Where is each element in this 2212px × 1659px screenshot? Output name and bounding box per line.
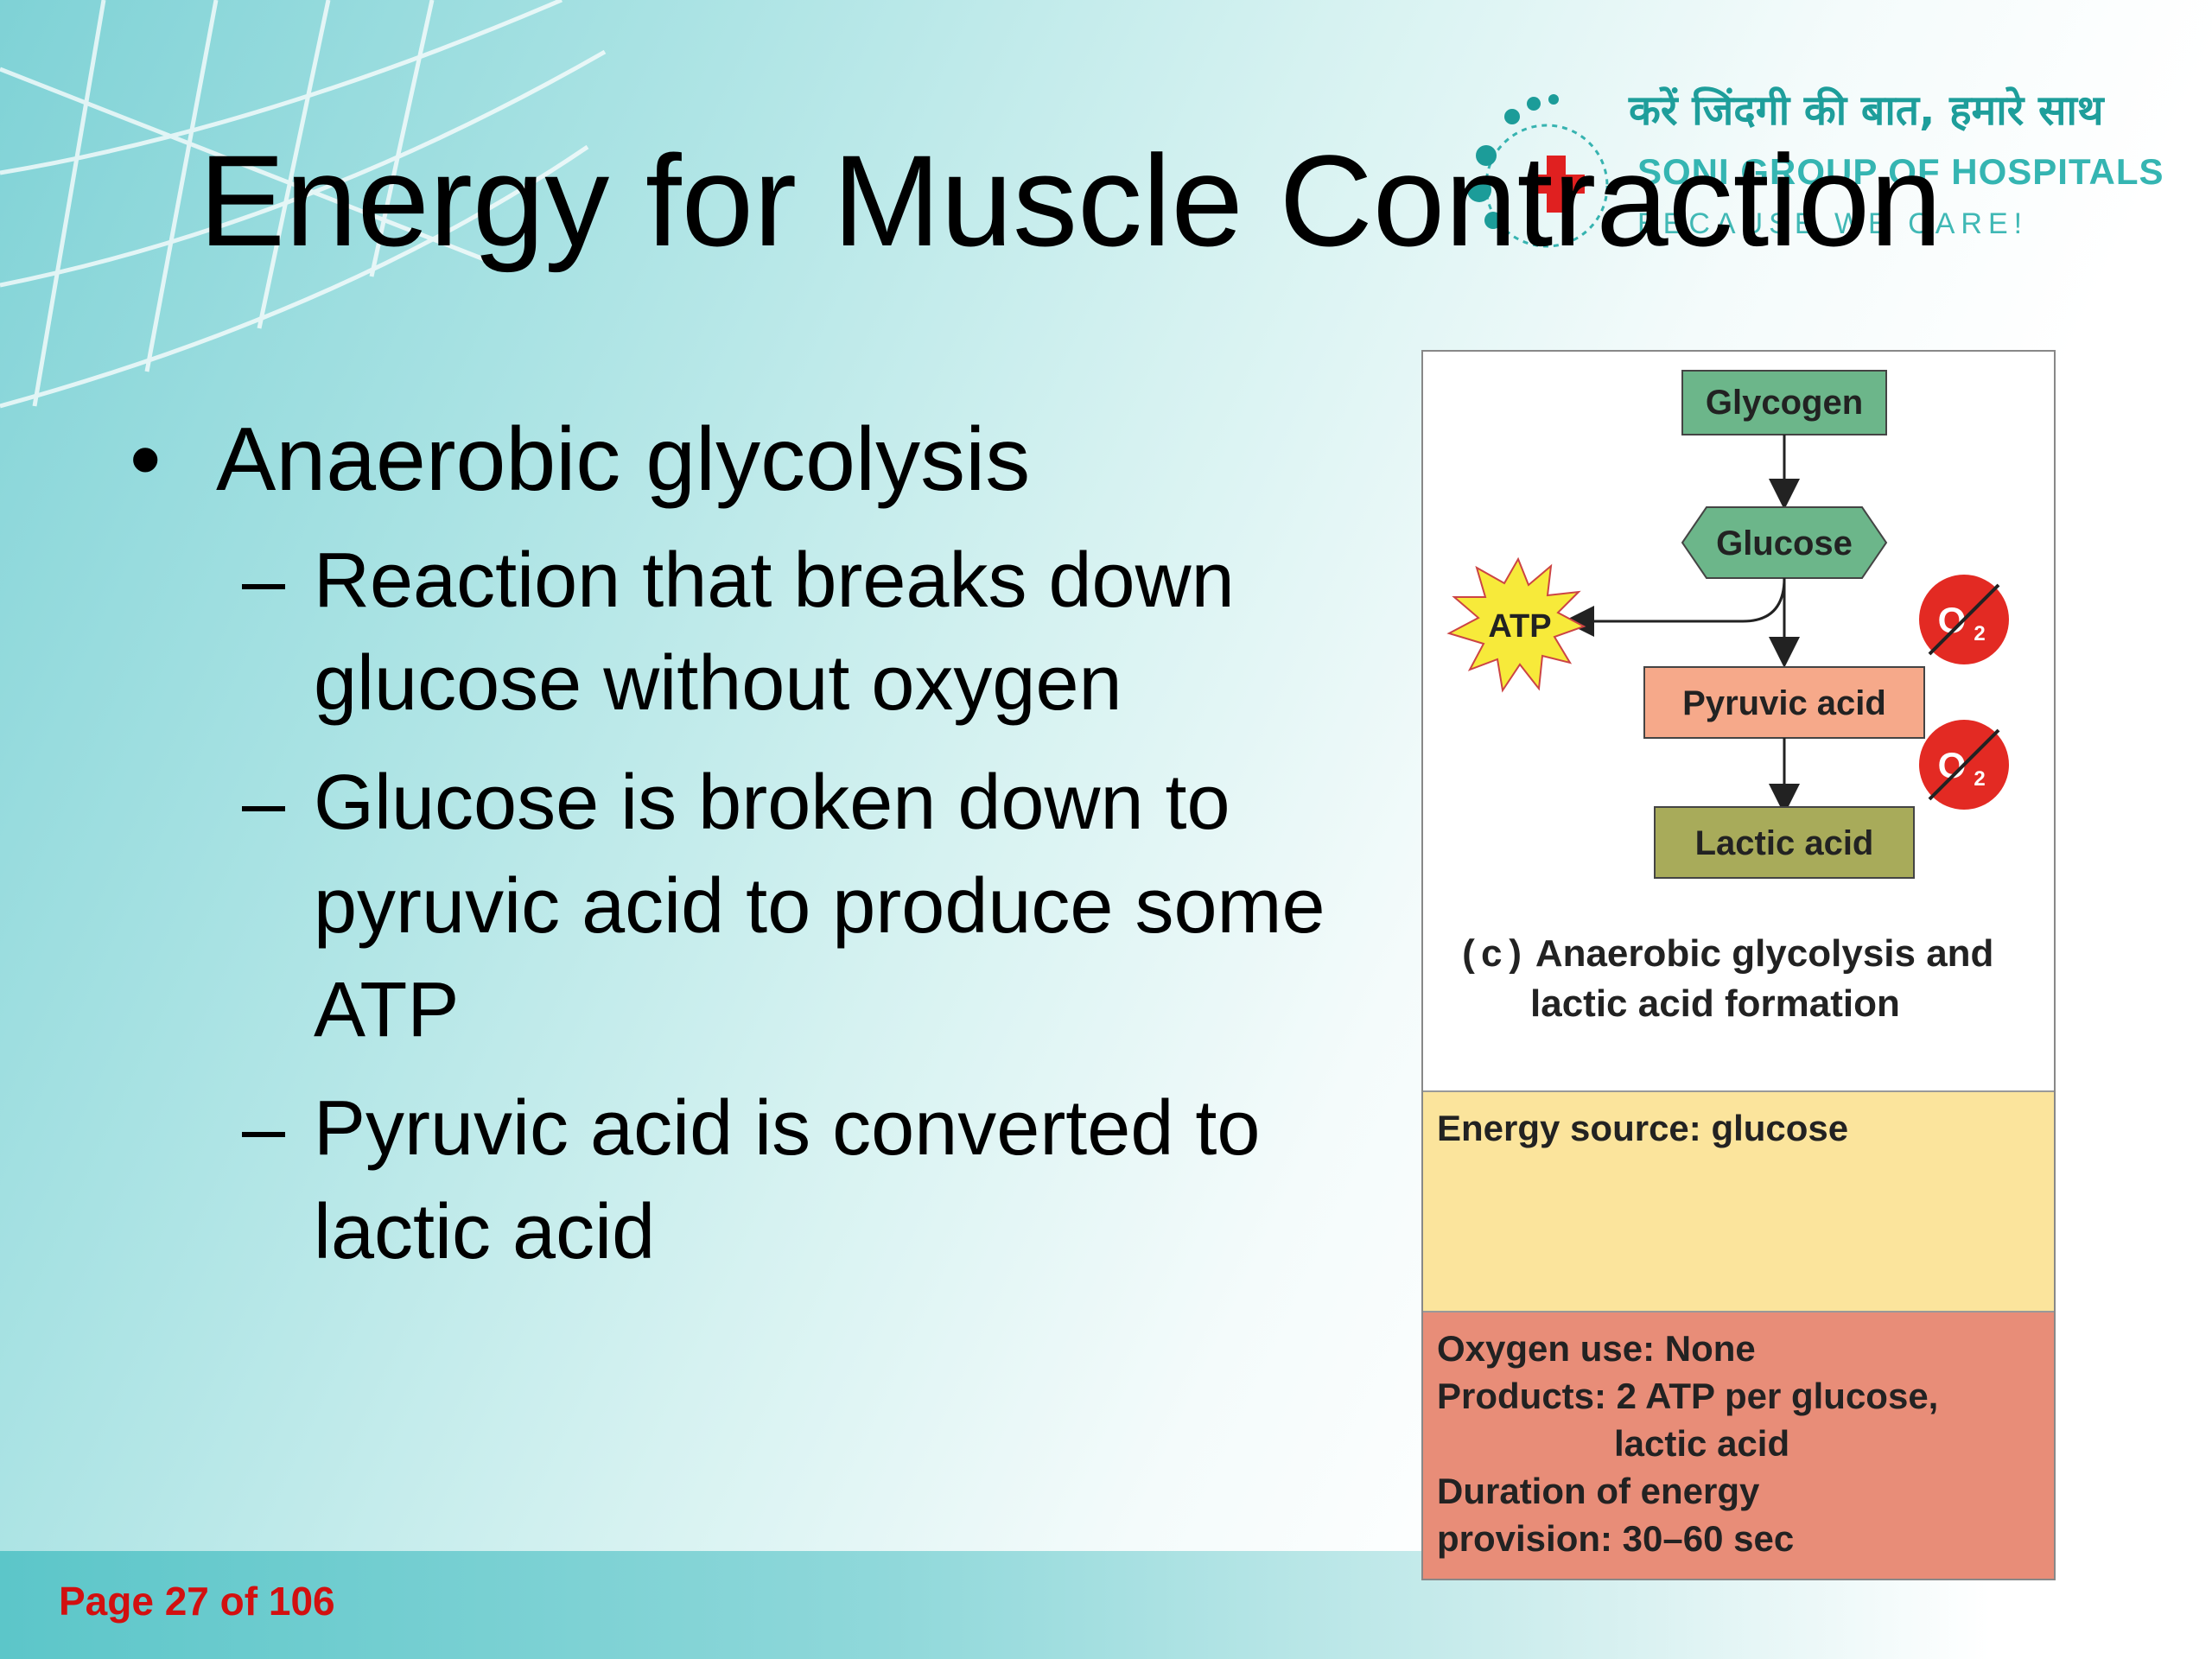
svg-text:2: 2 — [1974, 622, 1985, 645]
figure-caption: (c) Anaerobic glycolysis and lactic acid… — [1458, 931, 2045, 1027]
no-oxygen-icon: O 2 — [1919, 720, 2009, 810]
energy-source-box: Energy source: glucose — [1423, 1090, 2054, 1311]
info-line: lactic acid — [1614, 1423, 1790, 1464]
info-line: Products: 2 ATP per glucose, — [1437, 1376, 1939, 1416]
page-number: Page 27 of 106 — [59, 1579, 335, 1624]
glucose-label: Glucose — [1716, 524, 1853, 563]
svg-text:2: 2 — [1974, 767, 1985, 791]
sub-bullet-dash: – — [242, 760, 286, 847]
lactic-acid-node — [1654, 806, 1915, 879]
glycogen-label: Glycogen — [1706, 384, 1863, 422]
bullet-list: • Anaerobic glycolysis – Reaction that b… — [130, 406, 1357, 1285]
sub-bullet-text: Reaction that breaks down glucose withou… — [314, 537, 1235, 728]
glucose-node — [1681, 506, 1888, 579]
sub-bullet-text: Pyruvic acid is converted to lactic acid — [314, 1085, 1261, 1275]
caption-label: (c) — [1458, 935, 1527, 978]
sub-bullet-dash: – — [242, 1085, 286, 1173]
bullet-text: Anaerobic glycolysis — [216, 410, 1031, 510]
arrow-to-atp — [1563, 577, 1786, 637]
caption-line-1: Anaerobic glycolysis and — [1535, 932, 1994, 975]
logo-mark-icon — [1467, 94, 1609, 248]
glycolysis-figure: Glycogen Glucose ATP Pyruvic acid Lactic… — [1421, 350, 2056, 1580]
glycolysis-diagram: Glycogen Glucose ATP Pyruvic acid Lactic… — [1446, 370, 2009, 879]
hospital-logo: करें जिंदगी की बात, हमारे साथ SONI GROUP… — [1460, 78, 2177, 259]
energy-source-text: Energy source: glucose — [1437, 1108, 1849, 1148]
logo-hindi-tagline: करें जिंदगी की बात, हमारे साथ — [1629, 86, 2104, 135]
sub-bullet-dash: – — [242, 537, 286, 624]
pyruvic-acid-label: Pyruvic acid — [1682, 684, 1886, 722]
atp-label: ATP — [1488, 608, 1551, 645]
sub-bullet-item: – Reaction that breaks down glucose with… — [130, 530, 1264, 736]
logo-name: SONI GROUP OF HOSPITALS — [1637, 151, 2164, 192]
oxygen-products-box: Oxygen use: None Products: 2 ATP per glu… — [1423, 1311, 2054, 1579]
sub-bullet-item: – Glucose is broken down to pyruvic acid… — [130, 752, 1437, 1062]
logo-tagline: BECAUSE WE CARE! — [1637, 207, 2029, 240]
bullet-item: • Anaerobic glycolysis — [130, 406, 1357, 514]
sub-bullet-item: – Pyruvic acid is converted to lactic ac… — [130, 1077, 1437, 1284]
bullet-dot: • — [130, 410, 162, 510]
sub-bullet-text: Glucose is broken down to pyruvic acid t… — [314, 760, 1325, 1053]
info-line: Duration of energy — [1437, 1471, 1760, 1511]
atp-burst — [1446, 556, 1586, 693]
no-oxygen-icon: O 2 — [1919, 575, 2009, 664]
info-line: provision: 30–60 sec — [1437, 1518, 1795, 1559]
page-title: Energy for Muscle Contraction — [199, 128, 1942, 273]
caption-line-2: lactic acid formation — [1530, 982, 1900, 1025]
lactic-acid-label: Lactic acid — [1695, 824, 1874, 862]
info-line: Oxygen use: None — [1437, 1328, 1756, 1369]
pyruvic-acid-node — [1643, 666, 1925, 739]
